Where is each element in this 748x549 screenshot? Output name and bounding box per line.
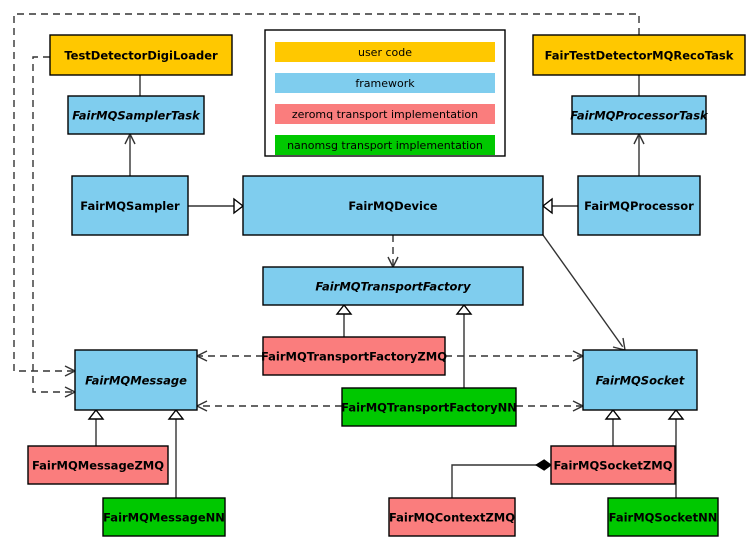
legend-item-nanomsg: nanomsg transport implementation <box>275 135 495 155</box>
edge-FairMQMessageNN-to-FairMQMessage <box>167 408 185 498</box>
class-node-label: FairMQTransportFactory <box>315 280 471 294</box>
edge-FairMQTransportFactoryZMQ-to-FairMQMessage <box>195 350 263 362</box>
edge-FairMQContextZMQ-to-FairMQSocketZMQ <box>451 459 553 498</box>
legend-item-label: zeromq transport implementation <box>292 108 478 121</box>
class-node-label: FairMQSocketZMQ <box>554 459 673 473</box>
class-node-FairTestDetectorMQRecoTask[interactable]: FairTestDetectorMQRecoTask <box>532 34 746 76</box>
class-node-FairMQProcessorTask[interactable]: FairMQProcessorTask <box>570 95 709 135</box>
edge-FairMQTransportFactoryNN-to-FairMQMessage <box>195 400 342 412</box>
class-node-label: FairMQProcessor <box>584 199 694 213</box>
edge-FairMQSampler-to-FairMQDevice <box>188 197 245 215</box>
class-node-label: FairMQProcessorTask <box>570 109 709 123</box>
edge-FairMQProcessor-to-FairMQDevice <box>541 197 578 215</box>
class-node-FairMQTransportFactoryNN[interactable]: FairMQTransportFactoryNN <box>341 387 517 427</box>
legend-item-label: framework <box>355 77 415 90</box>
class-node-FairMQMessageZMQ[interactable]: FairMQMessageZMQ <box>27 445 169 485</box>
class-node-label: FairMQSampler <box>80 199 180 213</box>
class-node-label: FairMQMessageNN <box>103 511 225 525</box>
edge-FairMQTransportFactoryZMQ-to-FairMQSocket <box>445 350 585 362</box>
class-node-label: FairTestDetectorMQRecoTask <box>545 49 734 63</box>
legend-item-framework: framework <box>275 73 495 93</box>
class-node-FairMQSocket[interactable]: FairMQSocket <box>582 349 698 411</box>
class-node-label: FairMQDevice <box>348 199 437 213</box>
class-node-label: FairMQTransportFactoryNN <box>341 401 517 415</box>
legend: user code framework zeromq transport imple… <box>264 29 506 157</box>
class-node-FairMQSampler[interactable]: FairMQSampler <box>71 175 189 236</box>
edge-FairMQDevice-to-FairMQTransportFactory <box>387 235 399 269</box>
edge-FairMQTransportFactoryNN-to-FairMQSocket <box>516 400 585 412</box>
edge-FairMQDevice-to-FairMQSocket <box>542 234 626 351</box>
class-node-FairMQTransportFactoryZMQ[interactable]: FairMQTransportFactoryZMQ <box>261 336 447 376</box>
class-node-FairMQMessage[interactable]: FairMQMessage <box>74 349 198 411</box>
edge-FairMQMessageZMQ-to-FairMQMessage <box>87 408 105 446</box>
edge-FairMQProcessor-to-FairMQProcessorTask <box>633 132 645 176</box>
edge-FairMQTransportFactoryZMQ-to-FairMQTransportFactory <box>335 303 353 337</box>
class-node-label: FairMQSocket <box>596 374 685 388</box>
class-node-FairMQMessageNN[interactable]: FairMQMessageNN <box>102 497 226 537</box>
class-node-label: FairMQContextZMQ <box>389 511 515 525</box>
class-node-FairMQContextZMQ[interactable]: FairMQContextZMQ <box>388 497 516 537</box>
class-node-FairMQDevice[interactable]: FairMQDevice <box>242 175 544 236</box>
edge-FairMQSampler-to-FairMQSamplerTask <box>124 132 136 176</box>
edge-FairMQSocketNN-to-FairMQSocket <box>667 408 685 498</box>
edge-FairMQSocketZMQ-to-FairMQSocket <box>604 408 622 446</box>
legend-item-label: user code <box>358 46 412 59</box>
class-node-label: FairMQSocketNN <box>609 511 718 525</box>
legend-item-label: nanomsg transport implementation <box>287 139 483 152</box>
class-node-label: TestDetectorDigiLoader <box>64 49 218 63</box>
class-node-FairMQSocketZMQ[interactable]: FairMQSocketZMQ <box>550 445 676 485</box>
class-node-TestDetectorDigiLoader[interactable]: TestDetectorDigiLoader <box>49 34 233 76</box>
class-node-FairMQSamplerTask[interactable]: FairMQSamplerTask <box>67 95 205 135</box>
node-layer: TestDetectorDigiLoaderFairMQSamplerTaskF… <box>27 34 746 537</box>
class-node-FairMQProcessor[interactable]: FairMQProcessor <box>577 175 701 236</box>
legend-item-zeromq: zeromq transport implementation <box>275 104 495 124</box>
class-node-FairMQTransportFactory[interactable]: FairMQTransportFactory <box>262 266 524 306</box>
class-node-label: FairMQMessage <box>85 374 187 388</box>
legend-layer: user code framework zeromq transport imple… <box>264 29 506 157</box>
class-node-label: FairMQTransportFactoryZMQ <box>261 350 447 364</box>
class-node-label: FairMQSamplerTask <box>72 109 201 123</box>
class-node-label: FairMQMessageZMQ <box>32 459 164 473</box>
edge-FairMQTransportFactoryNN-to-FairMQTransportFactory <box>455 303 473 388</box>
legend-item-user: user code <box>275 42 495 62</box>
class-node-FairMQSocketNN[interactable]: FairMQSocketNN <box>607 497 719 537</box>
